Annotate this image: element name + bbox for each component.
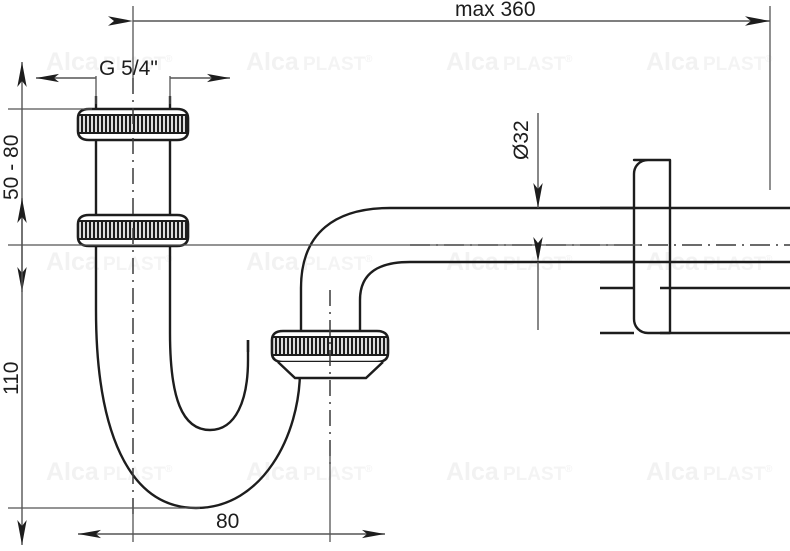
watermark-tile: Alca PLAST ® [246,48,373,76]
watermark-tile: Alca PLAST ® [246,458,373,486]
watermark-brand-light: PLAST [703,464,766,485]
outlet-pipe-lower [660,286,790,335]
watermark-registered: ® [365,54,373,65]
watermark-brand-light: PLAST [703,254,766,275]
watermark-registered: ® [365,254,373,265]
watermark-registered: ® [565,54,573,65]
nut-knurling [80,116,188,132]
watermark-registered: ® [765,464,773,475]
watermark-brand-light: PLAST [103,254,166,275]
watermark-registered: ® [765,254,773,265]
watermark-brand-bold: Alca [246,248,300,276]
watermark-tile: Alca PLAST ® [46,458,173,486]
down-pipe [94,244,172,310]
watermark-registered: ® [165,464,173,475]
dim-label-g54: G 5/4" [99,57,158,80]
elbow-inner [358,260,660,332]
dim-label-d32: Ø32 [510,120,533,160]
u-bend-inner [168,310,250,432]
watermark-brand-light: PLAST [303,54,366,75]
wall-rosette [632,158,672,335]
watermark-brand-light: PLAST [503,54,566,75]
centerline-layer [132,78,790,520]
watermark-brand-bold: Alca [646,48,700,76]
outlet-pipe-behind-rosette [600,206,634,264]
dimension-text-layer: max 360 G 5/4" 50 - 80 110 80 Ø32 [0,0,536,533]
dim-label-max360: max 360 [455,0,536,21]
dimension-line-layer [17,16,770,545]
dim-label-110: 110 [0,362,23,395]
outlet-nut [270,329,390,380]
watermark-registered: ® [565,464,573,475]
watermark-tile: Alca PLAST ® [446,48,573,76]
watermark-brand-light: PLAST [503,464,566,485]
nut-skirt [277,361,384,380]
watermark-tile: Alca PLAST ® [446,458,573,486]
watermark-brand-light: PLAST [703,54,766,75]
nut-knurling [80,222,188,238]
watermark-brand-bold: Alca [446,458,500,486]
watermark-brand-bold: Alca [446,48,500,76]
watermark-brand-light: PLAST [303,254,366,275]
watermark-brand-bold: Alca [46,248,100,276]
outlet-pipe [660,206,790,264]
siphon-geometry [94,96,790,510]
watermark-registered: ® [765,54,773,65]
watermark-brand-bold: Alca [46,458,100,486]
watermark-registered: ® [165,54,173,65]
watermark-layer: Alca PLAST ® Alca PLAST ® Alca PLAST ® A… [46,48,773,486]
watermark-brand-light: PLAST [103,54,166,75]
dim-label-80: 80 [216,510,239,533]
watermark-brand-bold: Alca [646,458,700,486]
watermark-brand-bold: Alca [246,48,300,76]
watermark-tile: Alca PLAST ® [246,248,373,276]
watermark-tile: Alca PLAST ® [646,458,773,486]
watermark-registered: ® [365,464,373,475]
watermark-brand-light: PLAST [303,464,366,485]
watermark-registered: ® [565,254,573,265]
nut-knurling [274,338,386,354]
watermark-brand-light: PLAST [503,254,566,275]
outlet-pipe-lower-wall [600,286,634,335]
dim-label-50-80: 50 - 80 [0,135,23,200]
watermark-tile: Alca PLAST ® [646,48,773,76]
elbow-outer [299,206,660,332]
watermark-tile: Alca PLAST ® [46,48,173,76]
watermark-brand-bold: Alca [46,48,100,76]
watermark-tile: Alca PLAST ® [46,248,173,276]
watermark-brand-light: PLAST [103,464,166,485]
inlet-tube-upper [94,138,172,216]
